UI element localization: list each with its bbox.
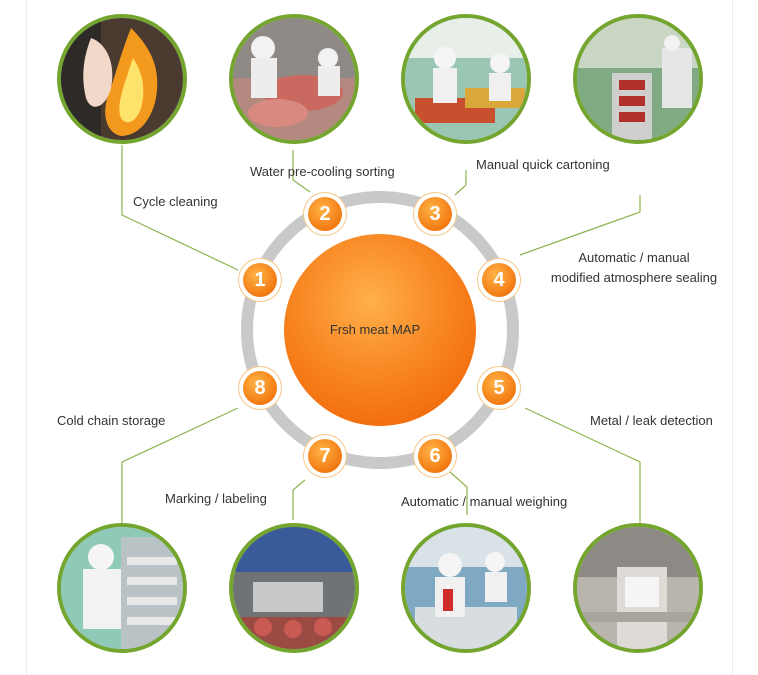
process-ring [241,191,519,469]
step-badge-2: 2 [304,193,346,235]
connector-lines [121,145,641,525]
step-number-1: 1 [243,263,277,297]
labeling-machine-photo [229,523,359,653]
step-label-7: Marking / labeling [165,491,267,506]
connector-1 [121,145,239,271]
step-label-4-line1: Automatic / manual [578,250,690,265]
connector-7 [292,479,306,520]
step-number-2: 2 [308,197,342,231]
connector-8 [121,407,239,525]
step-number-6: 6 [418,439,452,473]
step-label-1: Cycle cleaning [133,194,218,209]
step-label-5: Metal / leak detection [590,413,713,428]
connector-2 [292,150,311,193]
step-label-3: Manual quick cartoning [476,157,610,172]
step-badge-3: 3 [414,193,456,235]
connector-5 [524,407,641,525]
step-number-3: 3 [418,197,452,231]
step-badge-5: 5 [478,367,520,409]
cartoning-photo [401,14,531,144]
step-number-8: 8 [243,371,277,405]
metal-detection-photo [573,523,703,653]
flame-cleaning-photo [57,14,187,144]
sealing-machine-photo [573,14,703,144]
step-number-4: 4 [482,263,516,297]
step-badge-1: 1 [239,259,281,301]
connector-6 [449,471,468,515]
step-number-7: 7 [308,439,342,473]
step-label-2: Water pre-cooling sorting [250,164,395,179]
step-badge-8: 8 [239,367,281,409]
meat-sorting-photo [229,14,359,144]
step-badge-4: 4 [478,259,520,301]
step-number-5: 5 [482,371,516,405]
step-label-8: Cold chain storage [57,413,166,428]
page-frame [26,0,733,675]
step-label-6: Automatic / manual weighing [401,494,568,509]
step-label-4-line2: modified atmosphere sealing [550,270,718,285]
step-label-4: Automatic / manual modified atmosphere s… [540,248,728,288]
connector-3 [454,170,467,196]
center-title: Frsh meat MAP [329,322,421,337]
weighing-photo [401,523,531,653]
step-badge-7: 7 [304,435,346,477]
step-badge-6: 6 [414,435,456,477]
connector-4 [519,195,641,256]
cold-storage-photo [57,523,187,653]
center-circle [284,234,476,426]
